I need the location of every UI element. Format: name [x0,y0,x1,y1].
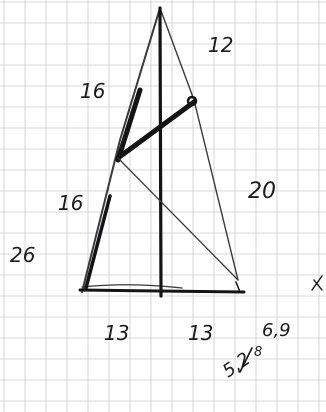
label-apex-right-side: 12 [208,33,233,57]
label-lower-left-side: 16 [58,191,83,215]
diagonal-to-base [117,157,239,281]
edge-stroke-mark [311,275,323,291]
bold-upper-left-segment [115,87,143,163]
label-upper-left-side: 16 [80,79,105,103]
ratio-slash [239,347,253,373]
altitude [158,6,163,298]
label-left-total: 26 [10,243,35,267]
base-sketch [81,284,183,289]
triangle-construction [78,6,246,298]
label-base-left: 13 [104,321,129,345]
label-ratio-numerator: 8 [254,345,262,360]
label-right-side: 20 [248,179,276,204]
base-end-tick [235,281,241,293]
cevian-endpoint [186,95,198,107]
label-ratio-upper: 6,9 [262,320,291,341]
bold-cevian [115,99,197,161]
bold-lower-left-segment [84,194,112,290]
left-side [81,7,161,293]
label-base-right: 13 [188,321,213,345]
